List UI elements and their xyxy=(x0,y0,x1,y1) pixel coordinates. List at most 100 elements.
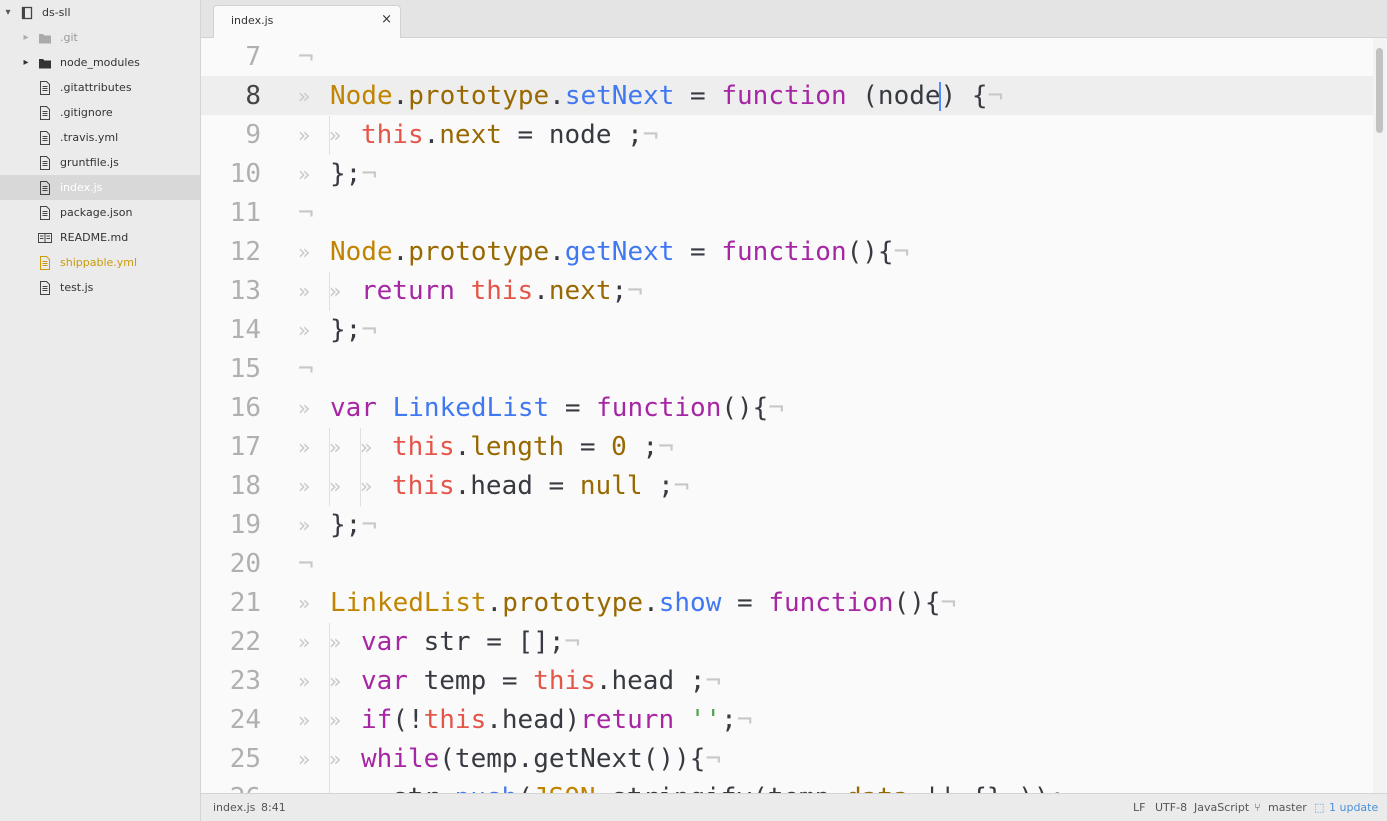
tree-item-readme-md[interactable]: README.md xyxy=(0,225,200,250)
eol-marker: ¬ xyxy=(658,432,674,462)
tab-title[interactable]: index.js xyxy=(231,14,274,27)
code-token: function xyxy=(721,237,847,267)
tree-item-label: .gitignore xyxy=(60,106,113,119)
line-number[interactable]: 13 xyxy=(229,276,261,306)
chevron-right-icon[interactable]: ▸ xyxy=(23,57,29,68)
tree-item-index-js[interactable]: index.js xyxy=(0,175,200,200)
status-encoding[interactable]: UTF-8 xyxy=(1155,801,1188,814)
tree-item-gitattributes[interactable]: .gitattributes xyxy=(0,75,200,100)
status-updates[interactable]: 1 update xyxy=(1329,801,1379,814)
tree-item-gitignore[interactable]: .gitignore xyxy=(0,100,200,125)
line-number[interactable]: 18 xyxy=(229,471,261,501)
code-token: Node xyxy=(330,237,393,267)
chevron-right-icon[interactable]: ▸ xyxy=(23,32,29,43)
chevron-down-icon[interactable]: ▾ xyxy=(5,7,11,18)
line-number[interactable]: 16 xyxy=(229,393,261,423)
line-number[interactable]: 25 xyxy=(229,744,261,774)
indent-guide xyxy=(360,428,361,506)
line-number[interactable]: 15 xyxy=(229,354,261,384)
status-file[interactable]: index.js xyxy=(213,801,256,814)
file-text-icon xyxy=(40,180,50,195)
project-root[interactable]: ▾ ds-sll xyxy=(0,0,200,25)
code-token: LinkedList xyxy=(330,588,487,618)
code-token: = xyxy=(721,588,769,618)
code-token: while xyxy=(361,744,440,774)
code-token: . xyxy=(549,237,565,267)
tree-item-gruntfile-js[interactable]: gruntfile.js xyxy=(0,150,200,175)
code-line[interactable]: ¬ xyxy=(298,350,314,389)
code-token: (temp.getNext()){ xyxy=(439,744,706,774)
indent-guide xyxy=(329,428,330,506)
code-token: 0 xyxy=(611,432,627,462)
tree-item-git[interactable]: ▸.git xyxy=(0,25,200,50)
code-token: }; xyxy=(330,510,362,540)
indent-guide xyxy=(329,623,330,793)
line-number[interactable]: 12 xyxy=(229,237,261,267)
tree-item-travis-yml[interactable]: .travis.yml xyxy=(0,125,200,150)
line-number[interactable]: 20 xyxy=(229,549,261,579)
line-number[interactable]: 9 xyxy=(245,120,261,150)
tree-item-shippable-yml[interactable]: shippable.yml xyxy=(0,250,200,275)
tree-item-package-json[interactable]: package.json xyxy=(0,200,200,225)
line-number[interactable]: 17 xyxy=(229,432,261,462)
code-line[interactable]: ¬ xyxy=(298,38,314,77)
line-number[interactable]: 14 xyxy=(229,315,261,345)
text-caret xyxy=(939,82,941,111)
tree-item-node_modules[interactable]: ▸node_modules xyxy=(0,50,200,75)
line-number[interactable]: 22 xyxy=(229,627,261,657)
tree-item-label: shippable.yml xyxy=(60,256,138,269)
code-line[interactable]: ¬ xyxy=(298,194,314,233)
status-grammar[interactable]: JavaScript xyxy=(1194,801,1250,814)
status-bar: index.js 8:41 LF UTF-8 JavaScript ⑂ mast… xyxy=(201,793,1387,821)
vertical-scrollbar[interactable] xyxy=(1373,38,1387,793)
tab-marker: » xyxy=(360,779,372,793)
tab-marker: » xyxy=(329,779,341,793)
status-branch[interactable]: master xyxy=(1268,801,1307,814)
close-icon[interactable]: × xyxy=(381,12,392,27)
code-token: return xyxy=(580,705,690,735)
code-token: prototype xyxy=(408,237,550,267)
line-number[interactable]: 10 xyxy=(229,159,261,189)
cursor-line-highlight xyxy=(201,76,1373,115)
status-line-ending[interactable]: LF xyxy=(1133,801,1146,814)
code-token: this xyxy=(423,705,487,735)
code-token: this xyxy=(392,432,455,462)
scrollbar-thumb[interactable] xyxy=(1376,48,1383,133)
line-number[interactable]: 8 xyxy=(245,81,261,111)
tab-marker: » xyxy=(298,435,311,459)
file-text-icon xyxy=(40,155,50,170)
code-token: = xyxy=(549,393,597,423)
tab-marker: » xyxy=(329,279,342,303)
tab-index-js[interactable]: index.js × xyxy=(213,5,401,38)
indent-guide xyxy=(329,116,330,155)
code-line[interactable]: ¬ xyxy=(298,545,314,584)
code-token: next xyxy=(439,120,502,150)
code-token: .stringify(temp. xyxy=(596,783,846,793)
line-number[interactable]: 23 xyxy=(229,666,261,696)
line-number[interactable]: 24 xyxy=(229,705,261,735)
line-number[interactable]: 19 xyxy=(229,510,261,540)
code-token: .head) xyxy=(486,705,581,735)
line-number[interactable]: 11 xyxy=(229,198,261,228)
tab-marker: » xyxy=(298,669,311,693)
tab-marker: » xyxy=(329,669,342,693)
code-token: str. xyxy=(392,783,455,793)
tab-marker: » xyxy=(298,162,311,186)
tree-item-test-js[interactable]: test.js xyxy=(0,275,200,300)
line-number[interactable]: 21 xyxy=(229,588,261,618)
code-editor[interactable]: 7 8 9 10 11 12 13 14 15 16 17 18 19 20 21 22 23 24 25 26 ¬ »… xyxy=(201,38,1387,793)
status-cursor-position[interactable]: 8:41 xyxy=(261,801,286,814)
code-token: }; xyxy=(330,315,362,345)
line-number[interactable]: 26 xyxy=(201,779,261,793)
project-name: ds-sll xyxy=(42,6,71,19)
tree-item-label: package.json xyxy=(60,206,133,219)
tab-marker: » xyxy=(298,591,311,615)
line-number[interactable]: 7 xyxy=(245,42,261,72)
code-token: getNext xyxy=(564,237,675,267)
eol-marker: ¬ xyxy=(361,510,377,540)
tab-marker: » xyxy=(298,630,311,654)
code-token: var xyxy=(361,666,424,696)
package-icon: ⬚ xyxy=(1314,801,1325,814)
code-token: . xyxy=(392,237,409,267)
code-token: this xyxy=(533,666,596,696)
